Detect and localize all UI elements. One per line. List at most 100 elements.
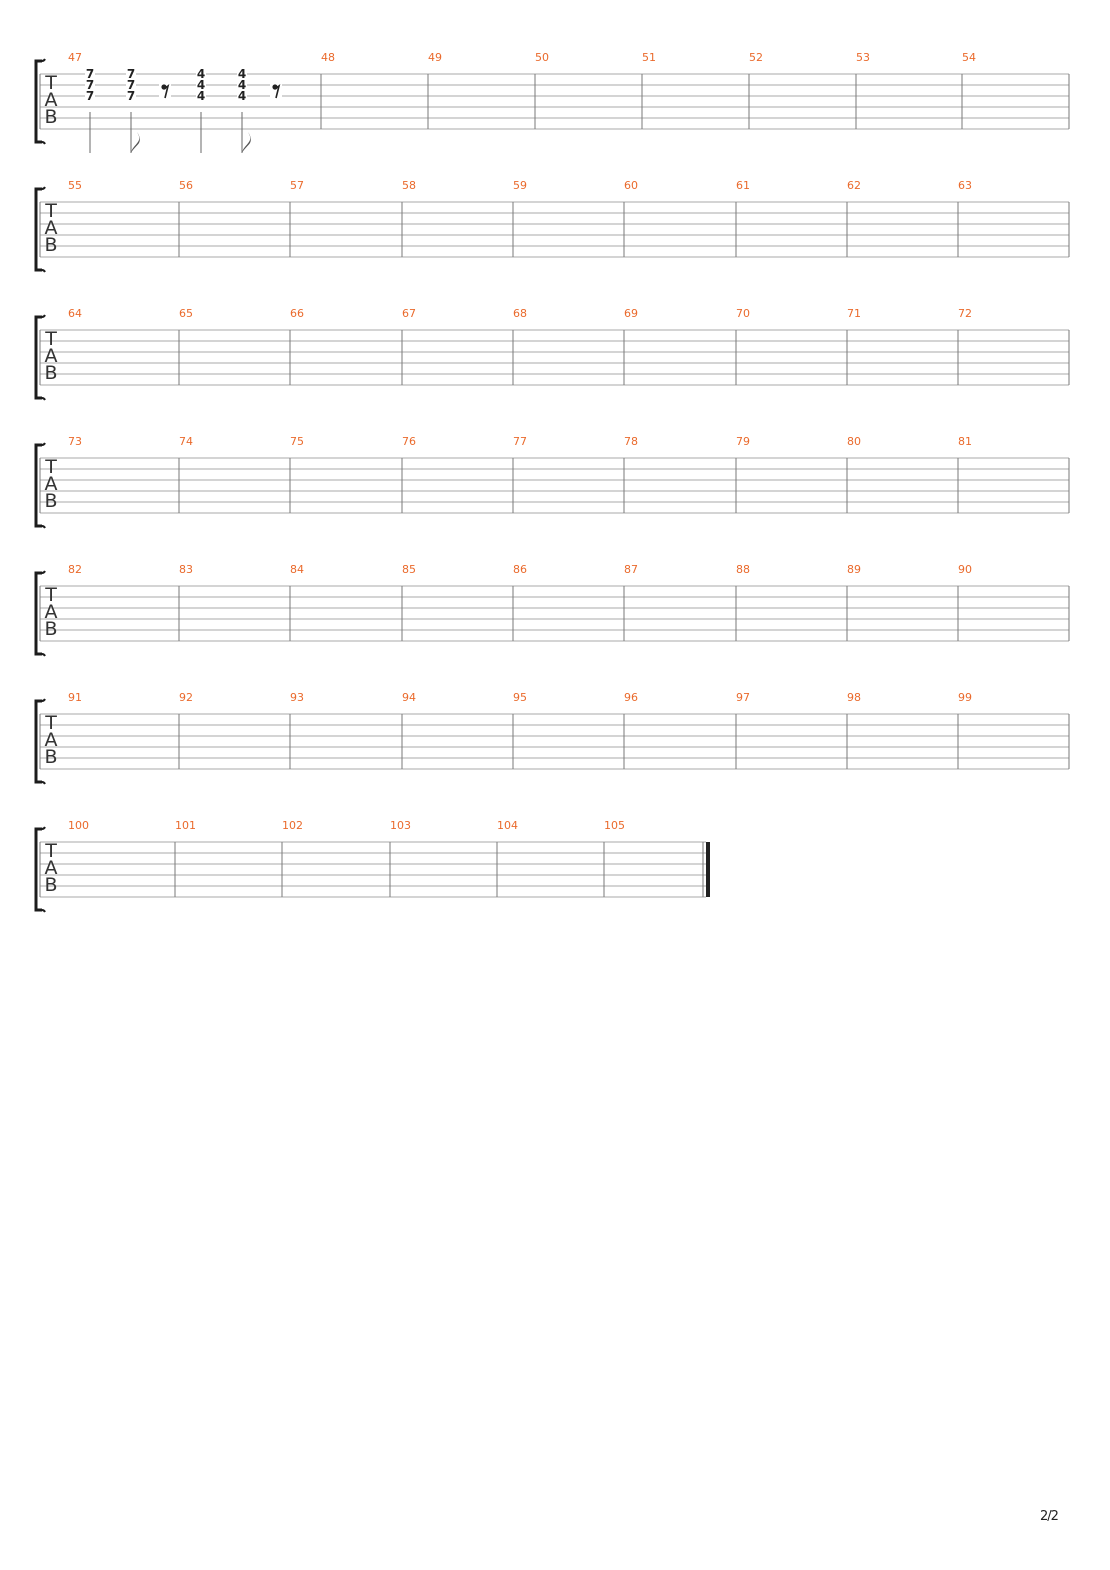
measure-number: 72 bbox=[958, 307, 972, 320]
measure-number: 81 bbox=[958, 435, 972, 448]
measure-number: 101 bbox=[175, 819, 196, 832]
tab-clef-letter: T bbox=[44, 328, 57, 350]
measure-number: 97 bbox=[736, 691, 750, 704]
bracket-hook bbox=[41, 186, 46, 273]
fret-mask bbox=[237, 69, 247, 79]
measure-number: 65 bbox=[179, 307, 193, 320]
system-bracket bbox=[34, 443, 42, 528]
measure-number: 105 bbox=[604, 819, 625, 832]
measure-number: 83 bbox=[179, 563, 193, 576]
measure-number: 88 bbox=[736, 563, 750, 576]
fret-mask bbox=[237, 91, 247, 101]
measure-number: 96 bbox=[624, 691, 638, 704]
measure-number: 53 bbox=[856, 51, 870, 64]
tab-clef-letter: T bbox=[44, 456, 57, 478]
fret-mask bbox=[196, 80, 206, 90]
measure-number: 71 bbox=[847, 307, 861, 320]
measure-number: 49 bbox=[428, 51, 442, 64]
fret-number: 4 bbox=[197, 67, 205, 81]
measure-number: 95 bbox=[513, 691, 527, 704]
measure-number: 62 bbox=[847, 179, 861, 192]
measure-number: 52 bbox=[749, 51, 763, 64]
fret-mask bbox=[126, 69, 136, 79]
measure-number: 102 bbox=[282, 819, 303, 832]
measure-number: 79 bbox=[736, 435, 750, 448]
fret-mask bbox=[196, 69, 206, 79]
measure-number: 55 bbox=[68, 179, 82, 192]
measure-number: 66 bbox=[290, 307, 304, 320]
measure-number: 82 bbox=[68, 563, 82, 576]
system-bracket bbox=[34, 699, 42, 784]
measure-number: 92 bbox=[179, 691, 193, 704]
fret-mask bbox=[85, 91, 95, 101]
bracket-hook bbox=[41, 826, 46, 913]
measure-number: 48 bbox=[321, 51, 335, 64]
eighth-flag bbox=[131, 132, 140, 153]
tab-clef-letter: T bbox=[44, 712, 57, 734]
fret-number: 4 bbox=[197, 78, 205, 92]
tab-clef-letter: A bbox=[45, 729, 58, 751]
bracket-hook bbox=[41, 314, 46, 401]
tab-clef-letter: A bbox=[45, 217, 58, 239]
measure-number: 47 bbox=[68, 51, 82, 64]
measure-number: 60 bbox=[624, 179, 638, 192]
tab-clef-letter: A bbox=[45, 601, 58, 623]
tab-clef-letter: T bbox=[44, 200, 57, 222]
system-bracket bbox=[34, 571, 42, 656]
tab-clef-letter: A bbox=[45, 473, 58, 495]
measure-number: 86 bbox=[513, 563, 527, 576]
measure-number: 76 bbox=[402, 435, 416, 448]
tab-clef-letter: T bbox=[44, 840, 57, 862]
tab-clef-letter: B bbox=[44, 618, 57, 640]
measure-number: 56 bbox=[179, 179, 193, 192]
system-bracket bbox=[34, 187, 42, 272]
final-thick-barline bbox=[706, 842, 710, 897]
fret-number: 4 bbox=[238, 78, 246, 92]
fret-number: 4 bbox=[238, 89, 246, 103]
bracket-hook bbox=[41, 442, 46, 529]
tab-clef-letter: B bbox=[44, 874, 57, 896]
measure-number: 57 bbox=[290, 179, 304, 192]
fret-number: 7 bbox=[86, 67, 94, 81]
fret-mask bbox=[85, 69, 95, 79]
measure-number: 84 bbox=[290, 563, 304, 576]
measure-number: 68 bbox=[513, 307, 527, 320]
eighth-rest-stroke bbox=[163, 84, 170, 99]
measure-number: 59 bbox=[513, 179, 527, 192]
bracket-hook bbox=[41, 698, 46, 785]
measure-number: 63 bbox=[958, 179, 972, 192]
fret-mask bbox=[196, 91, 206, 101]
measure-number: 103 bbox=[390, 819, 411, 832]
measure-number: 75 bbox=[290, 435, 304, 448]
measure-number: 73 bbox=[68, 435, 82, 448]
fret-number: 7 bbox=[127, 78, 135, 92]
measure-number: 98 bbox=[847, 691, 861, 704]
fret-number: 7 bbox=[127, 67, 135, 81]
tab-clef-letter: B bbox=[44, 490, 57, 512]
measure-number: 50 bbox=[535, 51, 549, 64]
measure-number: 78 bbox=[624, 435, 638, 448]
tab-clef-letter: T bbox=[44, 72, 57, 94]
system-bracket bbox=[34, 59, 42, 144]
measure-number: 58 bbox=[402, 179, 416, 192]
tab-clef-letter: A bbox=[45, 857, 58, 879]
measure-number: 54 bbox=[962, 51, 976, 64]
fret-mask bbox=[237, 80, 247, 90]
page-number: 2/2 bbox=[1040, 1509, 1059, 1524]
eighth-rest-stroke bbox=[274, 84, 281, 99]
tab-clef-letter: B bbox=[44, 746, 57, 768]
bracket-hook bbox=[41, 58, 46, 145]
measure-number: 80 bbox=[847, 435, 861, 448]
tab-clef-letter: T bbox=[44, 584, 57, 606]
fret-number: 7 bbox=[86, 78, 94, 92]
measure-number: 100 bbox=[68, 819, 89, 832]
measure-number: 67 bbox=[402, 307, 416, 320]
measure-number: 74 bbox=[179, 435, 193, 448]
tab-clef-letter: B bbox=[44, 362, 57, 384]
